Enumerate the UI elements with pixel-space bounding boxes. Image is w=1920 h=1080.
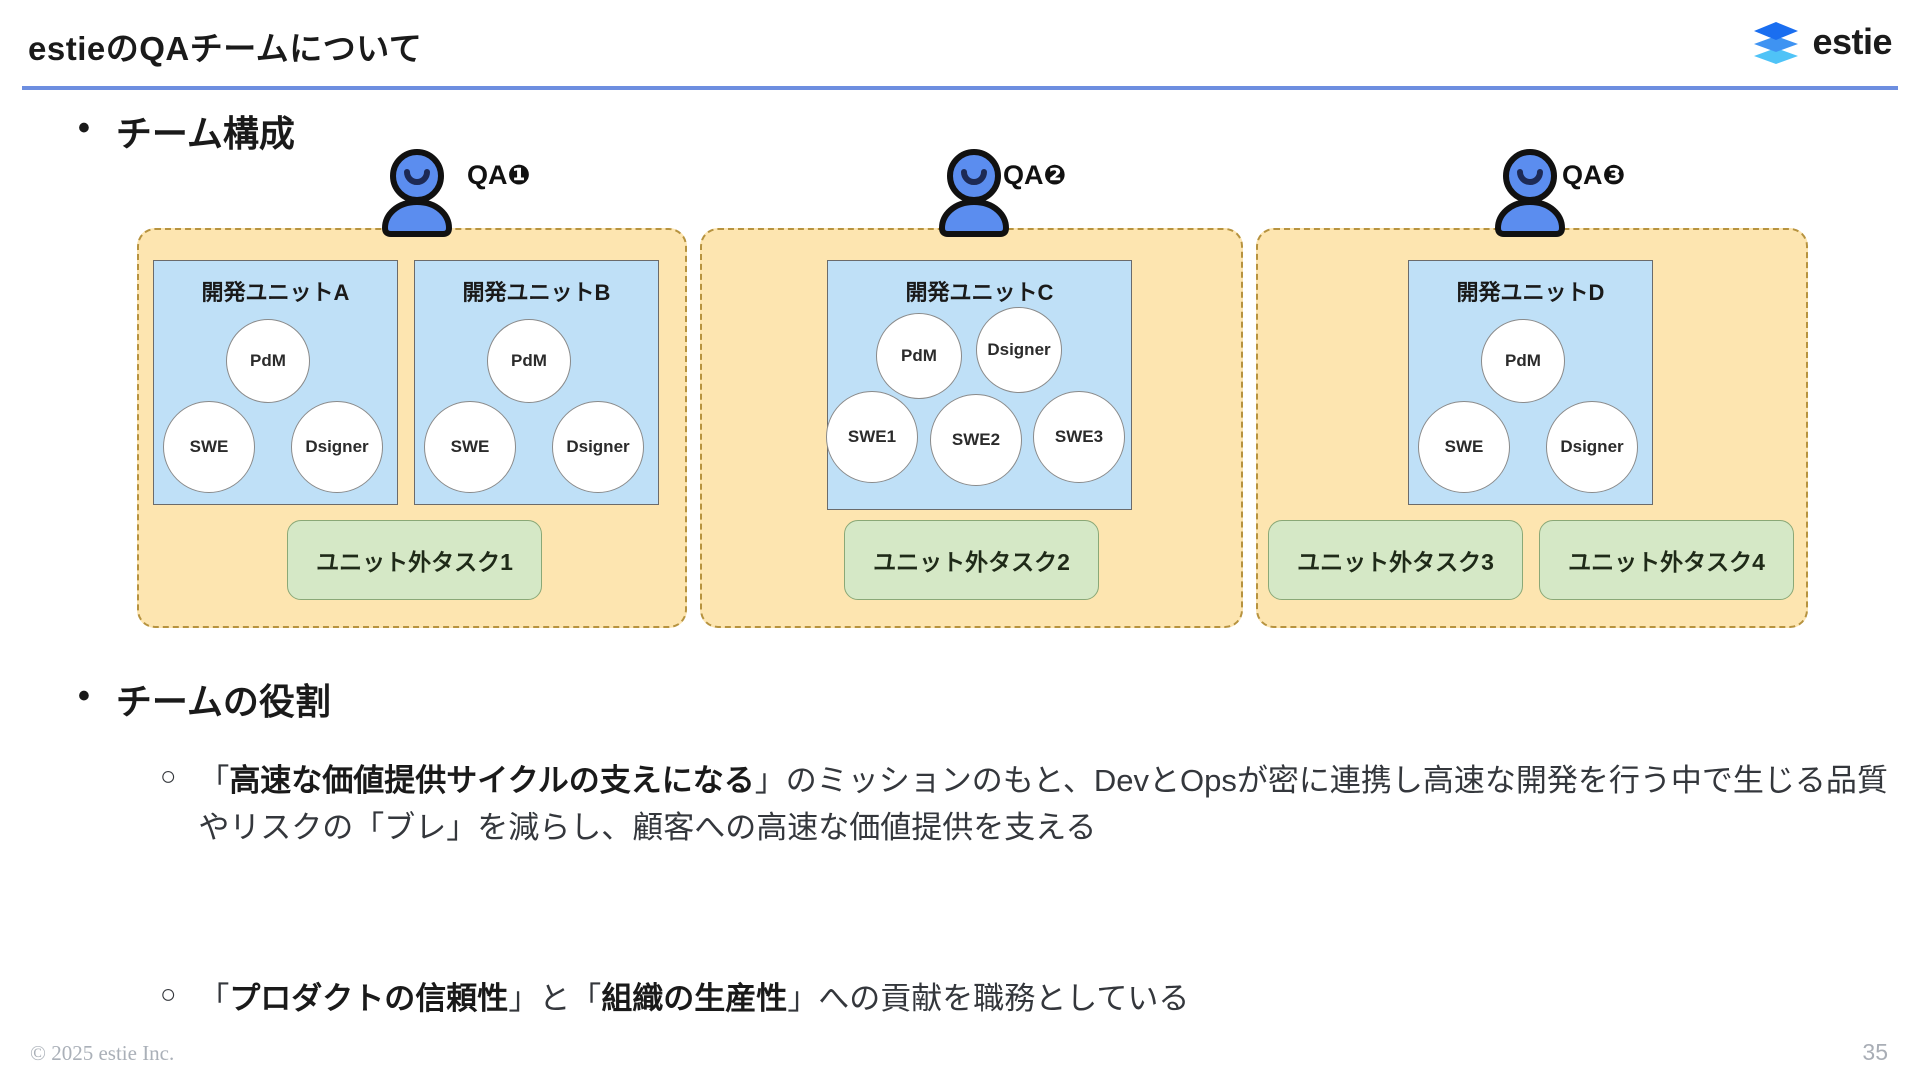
heading-team-structure: • チーム構成 (78, 105, 295, 157)
unit-title-a: 開発ユニットA (201, 280, 350, 305)
unit-box-c: 開発ユニットC PdM Dsigner SWE1 SWE2 SWE3 (826, 260, 1132, 510)
contrib-quote-open: 「 (198, 981, 230, 1016)
role-circle-swe3: SWE3 (1033, 391, 1125, 483)
qa-group-1: 開発ユニットA PdM SWE Dsigner 開発ユニットB PdM SWE … (137, 228, 687, 628)
role-item-mission-text: 「高速な価値提供サイクルの支えになる」のミッションのもと、DevとOpsが密に連… (198, 757, 1890, 851)
outside-task-box-3: ユニット外タスク3 (1268, 520, 1523, 600)
role-item-contribution-text: 「プロダクトの信頼性」と「組織の生産性」への貢献を職務としている (198, 975, 1189, 1022)
bullet-marker: • (78, 677, 90, 715)
role-circle-pdm: PdM (1481, 319, 1565, 403)
title-divider (22, 86, 1898, 90)
role-circle-swe: SWE (1418, 401, 1510, 493)
team-structure-diagram: 開発ユニットA PdM SWE Dsigner 開発ユニットB PdM SWE … (0, 148, 1920, 650)
qa-person-icon-2 (928, 148, 1020, 240)
mission-line3: 提供を支える (911, 810, 1097, 846)
sub-bullet-marker: ○ (160, 979, 177, 1009)
sub-bullet-marker: ○ (160, 761, 177, 791)
role-circle-pdm: PdM (876, 313, 962, 399)
unit-title-b: 開発ユニットB (462, 280, 611, 305)
outside-task-box-2: ユニット外タスク2 (844, 520, 1099, 600)
qa-group-2: 開発ユニットC PdM Dsigner SWE1 SWE2 SWE3 ユニット外… (700, 228, 1243, 628)
role-circle-dsigner: Dsigner (552, 401, 644, 493)
brand-name: estie (1812, 21, 1892, 62)
heading-team-role: • チームの役割 (78, 673, 331, 725)
outside-task-box-1: ユニット外タスク1 (287, 520, 542, 600)
role-circle-pdm: PdM (487, 319, 571, 403)
brand-logo: estie (1752, 20, 1892, 64)
role-circle-swe: SWE (163, 401, 255, 493)
role-circle-dsigner: Dsigner (1546, 401, 1638, 493)
mission-bold-phrase: 高速な価値提供サイクルの支えになる (229, 763, 755, 798)
slide-header: estieのQAチームについて estie (0, 0, 1920, 90)
contrib-tail: 」への貢献を職務としている (787, 981, 1190, 1016)
unit-box-a: 開発ユニットA PdM SWE Dsigner (153, 260, 398, 505)
contrib-bold-productivity: 組織の生産性 (601, 981, 788, 1016)
mission-quote-open: 「 (198, 763, 230, 798)
heading-team-structure-label: チーム構成 (115, 113, 295, 154)
qa-label-1: QA❶ (467, 160, 531, 190)
footer-page-number: 35 (1862, 1039, 1888, 1065)
role-circle-dsigner: Dsigner (291, 401, 383, 493)
unit-box-b: 開発ユニットB PdM SWE Dsigner (414, 260, 659, 505)
qa-group-3: 開発ユニットD PdM SWE Dsigner ユニット外タスク3 ユニット外タ… (1256, 228, 1808, 628)
footer-copyright: © 2025 estie Inc. (30, 1041, 175, 1065)
role-circle-swe1: SWE1 (826, 391, 918, 483)
bullet-marker: • (78, 109, 90, 147)
estie-layers-icon (1752, 20, 1800, 64)
role-circle-swe: SWE (424, 401, 516, 493)
role-circle-pdm: PdM (226, 319, 310, 403)
role-item-mission: ○ 「高速な価値提供サイクルの支えになる」のミッションのもと、DevとOpsが密… (160, 757, 1890, 851)
unit-title-d: 開発ユニットD (1456, 280, 1605, 305)
qa-person-icon-1 (371, 148, 463, 240)
contrib-bold-reliability: プロダクトの信頼性 (229, 981, 509, 1016)
unit-title-c: 開発ユニットC (905, 280, 1054, 305)
qa-label-2: QA❷ (1003, 160, 1067, 190)
role-item-contribution: ○ 「プロダクトの信頼性」と「組織の生産性」への貢献を職務としている (160, 975, 1890, 1022)
role-circle-swe2: SWE2 (930, 394, 1022, 486)
mission-line1-rest: 」のミッションのもと、DevとOpsが密に連携 (754, 763, 1392, 798)
mission-line2: し高速な開発を行う中で生じる品質やリスクの「ブレ」を減らし、顧客への高速な価値 (198, 763, 1888, 846)
outside-task-box-4: ユニット外タスク4 (1539, 520, 1794, 600)
qa-label-3: QA❸ (1562, 160, 1626, 190)
unit-box-d: 開発ユニットD PdM SWE Dsigner (1408, 260, 1653, 505)
page-title: estieのQAチームについて (28, 30, 423, 67)
contrib-middle: 」と「 (508, 981, 602, 1016)
heading-team-role-label: チームの役割 (115, 681, 331, 722)
qa-person-icon-3 (1484, 148, 1576, 240)
role-circle-dsigner: Dsigner (976, 307, 1062, 393)
